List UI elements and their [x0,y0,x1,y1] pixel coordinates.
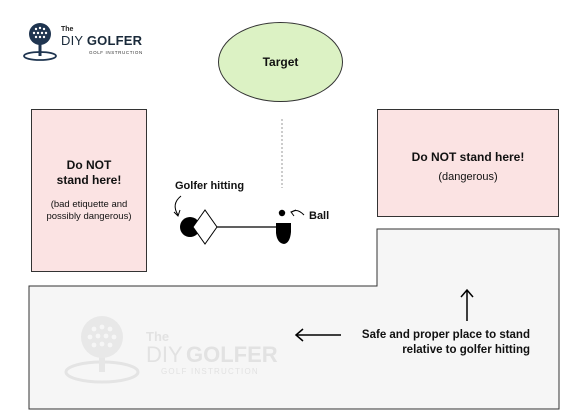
right-zone-title: Do NOT stand here! [411,150,525,164]
golfer-pointer-arrow [174,195,182,216]
golfer-pointer-arrowhead [173,209,181,217]
right-zone-note: (dangerous) [438,171,498,183]
logo-subtitle: GOLF INSTRUCTION [89,50,143,55]
left-danger-zone: Do NOT stand here! (bad etiquette and po… [31,109,147,272]
golfer-head-icon [180,217,200,237]
watermark-logo-icon [64,316,140,384]
logo-golfer: GOLFER [86,33,143,48]
watermark-diy: DIY [146,342,183,367]
left-zone-title: Do NOT stand here! [56,158,122,187]
watermark-subtitle: GOLF INSTRUCTION [161,367,259,376]
right-danger-zone: Do NOT stand here! (dangerous) [377,109,559,217]
ball-label: Ball [309,210,330,222]
logo-the: The [61,26,74,33]
golf-ball-logo-icon [23,23,57,61]
golfer-shoulders-icon [192,209,218,245]
left-arrowhead [294,328,304,342]
ball-pointer-arrowhead [290,209,297,217]
logo-diy: DIY [61,33,84,48]
left-zone-note: (bad etiquette and possibly dangerous) [46,199,132,222]
watermark-golfer: GOLFER [186,342,278,367]
target-label: Target [262,55,299,69]
safe-zone-label: Safe and proper place to stand relative … [361,329,530,356]
golfer-label: Golfer hitting [175,180,245,192]
golf-ball-icon [278,209,286,217]
brand-logo: The DIY GOLFER GOLF INSTRUCTION [20,20,150,62]
safe-zone-area [28,228,560,410]
target-oval: Target [218,22,343,102]
logo-wordmark: DIY GOLFER [61,33,142,48]
up-arrowhead [460,288,474,298]
golf-club-head-icon [276,223,291,244]
watermark-the: The [146,329,169,344]
